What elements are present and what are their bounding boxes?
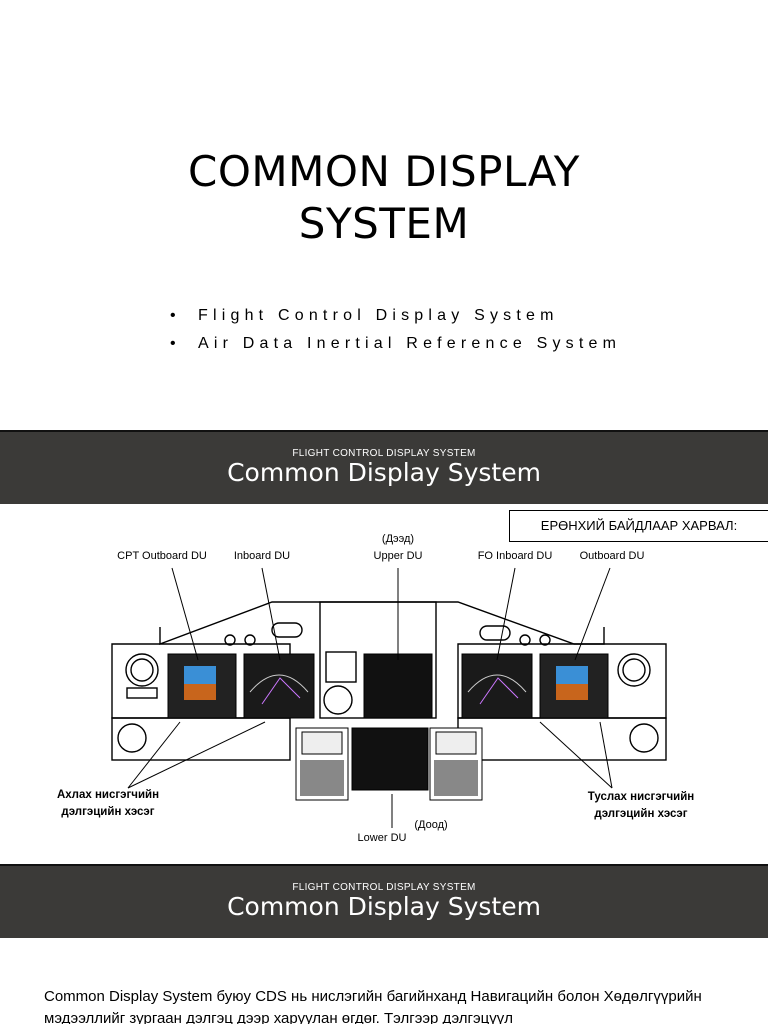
standby-instrument xyxy=(325,651,357,683)
right-cdu-screen xyxy=(435,731,477,755)
side-label-left xyxy=(126,687,158,699)
slide-header-bar: FLIGHT CONTROL DISPLAY SYSTEM Common Dis… xyxy=(0,432,768,504)
switch-left xyxy=(271,622,303,638)
inboard-route xyxy=(261,677,301,705)
clock-left xyxy=(125,653,159,687)
upper-du xyxy=(363,653,433,719)
display-units xyxy=(167,653,609,801)
fo-inboard-du xyxy=(461,653,533,719)
standby-attitude xyxy=(323,685,353,715)
slide-header-bar: FLIGHT CONTROL DISPLAY SYSTEM Common Dis… xyxy=(0,866,768,938)
slide-title-line-1: COMMON DISPLAY xyxy=(188,147,580,196)
bullet-icon: • xyxy=(170,335,176,352)
slide-title-line-2: SYSTEM xyxy=(298,199,470,248)
slide-header-title: Common Display System xyxy=(227,892,541,921)
knob-left-1 xyxy=(224,634,236,646)
fo-area-label-1: Туслах нисгэгчийн xyxy=(587,791,695,803)
leader-cpt-outboard xyxy=(171,567,199,661)
switch-right xyxy=(479,625,511,641)
inboard-map-arc xyxy=(249,674,309,693)
clock-right xyxy=(617,653,651,687)
clock-left-inner xyxy=(130,658,154,682)
bullet-text: Flight Control Display System xyxy=(198,307,559,324)
left-cdu-screen xyxy=(301,731,343,755)
fo-inboard-map-arc xyxy=(467,674,527,693)
right-lower-panel xyxy=(457,717,667,761)
cpt-outboard-ground xyxy=(184,684,216,700)
bullet-item: • Flight Control Display System xyxy=(170,302,621,330)
leader-fo-inboard xyxy=(496,567,516,661)
cpt-outboard-sky xyxy=(184,666,216,684)
knob-left-2 xyxy=(244,634,256,646)
outboard-ground xyxy=(556,684,588,700)
leader-inboard xyxy=(261,567,281,661)
bullet-list: • Flight Control Display System • Air Data… xyxy=(170,302,621,358)
outboard-sky xyxy=(556,666,588,684)
fo-inboard-du-label: FO Inboard DU xyxy=(477,550,553,562)
slide-kicker: FLIGHT CONTROL DISPLAY SYSTEM xyxy=(292,448,476,459)
left-cdu-keypad xyxy=(300,760,344,796)
text-slide: FLIGHT CONTROL DISPLAY SYSTEM Common Dis… xyxy=(0,866,768,1024)
leader-left-2 xyxy=(127,721,266,789)
left-lower-panel xyxy=(111,717,291,761)
clock-left-lower xyxy=(117,723,147,753)
title-slide: COMMON DISPLAY SYSTEM • Flight Control Di… xyxy=(0,0,768,431)
lower-du-label: Lower DU xyxy=(357,832,407,844)
outboard-du-label: Outboard DU xyxy=(579,550,645,562)
leader-left-1 xyxy=(127,721,181,789)
cockpit-display-diagram xyxy=(111,567,667,828)
bullet-icon: • xyxy=(170,307,176,324)
leader-right-1 xyxy=(539,721,613,789)
slide-kicker: FLIGHT CONTROL DISPLAY SYSTEM xyxy=(292,882,476,893)
inboard-du xyxy=(243,653,315,719)
knob-right-2 xyxy=(539,634,551,646)
slide-header-title: Common Display System xyxy=(227,458,541,487)
inboard-du-label: Inboard DU xyxy=(233,550,291,562)
captain-area-label-2: дэлгэцийн хэсэг xyxy=(61,806,155,818)
glareshield-outline xyxy=(159,601,605,646)
captain-area-label-1: Ахлах нисгэгчийн xyxy=(56,789,160,801)
slide-title: COMMON DISPLAY SYSTEM xyxy=(0,146,768,250)
fo-area-label-2: дэлгэцийн хэсэг xyxy=(594,808,688,820)
upper-du-mn-label: (Дээд) xyxy=(381,533,415,545)
lower-du-mn-label: (Доод) xyxy=(414,819,448,831)
knob-right-1 xyxy=(519,634,531,646)
slide-divider xyxy=(0,430,768,433)
diagram-slide: FLIGHT CONTROL DISPLAY SYSTEM Common Dis… xyxy=(0,432,768,864)
leader-outboard xyxy=(574,567,611,661)
cpt-outboard-du-label: CPT Outboard DU xyxy=(117,550,207,562)
slide-divider xyxy=(0,864,768,867)
leader-right-2 xyxy=(599,721,613,789)
clock-right-inner xyxy=(622,658,646,682)
body-paragraph: Common Display System буюу CDS нь нислэг… xyxy=(44,988,702,1024)
upper-du-label: Upper DU xyxy=(373,550,423,562)
clock-right-lower xyxy=(629,723,659,753)
general-view-label: ЕРӨНХИЙ БАЙДЛААР ХАРВАЛ: xyxy=(509,510,768,542)
lower-du xyxy=(351,727,429,791)
fo-inboard-route xyxy=(479,677,519,705)
bullet-item: • Air Data Inertial Reference System xyxy=(170,330,621,358)
right-cdu-keypad xyxy=(434,760,478,796)
bullet-text: Air Data Inertial Reference System xyxy=(198,335,622,352)
